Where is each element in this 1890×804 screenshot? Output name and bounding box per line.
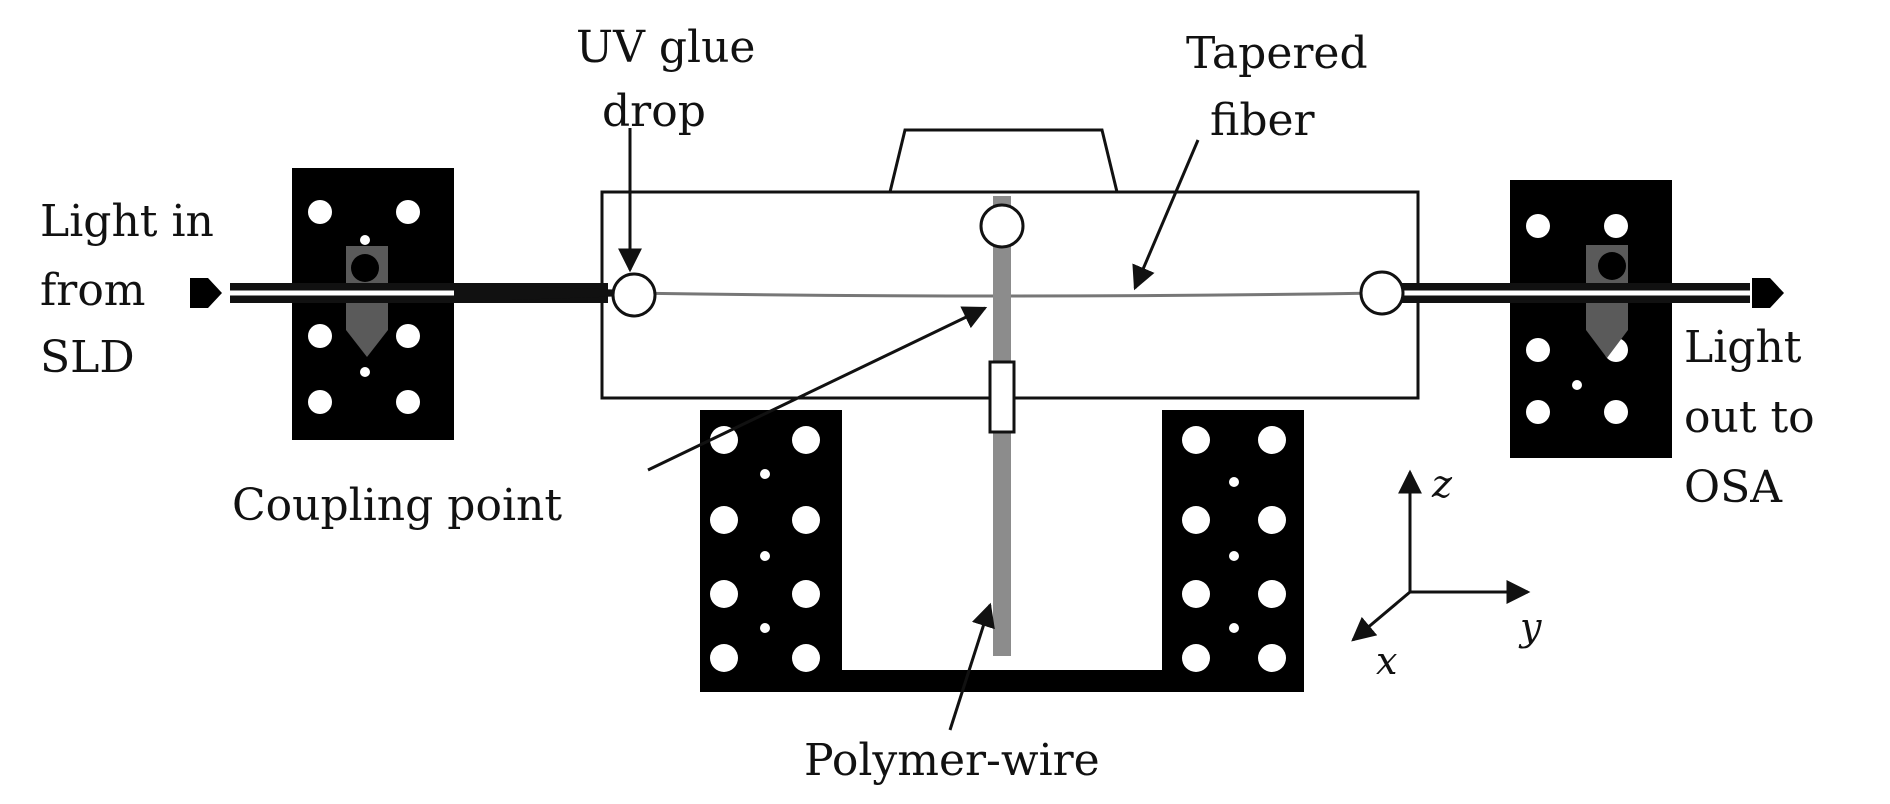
mount-hole bbox=[1182, 644, 1210, 672]
left-clamp-screw bbox=[351, 254, 379, 282]
label-light-in-line2: from bbox=[40, 265, 146, 316]
uv-glue-drop-right bbox=[1359, 270, 1405, 316]
mount-hole bbox=[792, 580, 820, 608]
left-fiber-mount bbox=[292, 168, 454, 440]
coordinate-axes: z y x bbox=[1351, 462, 1542, 683]
mount-hole bbox=[710, 644, 738, 672]
uv-glue-drop-left bbox=[611, 272, 657, 318]
label-coupling-point: Coupling point bbox=[232, 480, 562, 531]
coupling-point-pointer-arrow bbox=[647, 306, 988, 472]
label-light-out-line1: Light bbox=[1684, 322, 1802, 373]
mount-hole bbox=[360, 367, 370, 377]
mount-hole bbox=[1229, 477, 1239, 487]
mount-hole bbox=[760, 623, 770, 633]
bottom-stage-left-block bbox=[700, 410, 842, 690]
mount-hole bbox=[308, 390, 332, 414]
bottom-stage-base bbox=[700, 670, 1304, 692]
label-light-out-line2: out to bbox=[1684, 392, 1815, 443]
label-light-in-line1: Light in bbox=[40, 196, 214, 247]
optical-fiber bbox=[190, 278, 1784, 308]
mount-hole bbox=[396, 200, 420, 224]
right-mount-holes bbox=[1526, 214, 1628, 424]
label-uv-glue-line2: drop bbox=[602, 86, 706, 137]
mount-hole bbox=[1572, 380, 1582, 390]
label-tapered-line2: fiber bbox=[1210, 95, 1316, 146]
mount-hole bbox=[710, 580, 738, 608]
x-axis-label: x bbox=[1376, 639, 1397, 683]
label-polymer-wire: Polymer-wire bbox=[804, 735, 1100, 786]
label-uv-glue-line1: UV glue bbox=[576, 22, 755, 73]
y-axis-label: y bbox=[1518, 605, 1542, 649]
wire-top-glue bbox=[979, 203, 1025, 249]
mount-hole bbox=[360, 235, 370, 245]
mount-hole bbox=[1258, 644, 1286, 672]
left-mount-holes bbox=[308, 200, 420, 414]
top-mount-bump bbox=[888, 128, 1119, 193]
mount-hole bbox=[1258, 426, 1286, 454]
mount-hole bbox=[308, 200, 332, 224]
mount-hole bbox=[1526, 400, 1550, 424]
z-axis-label: z bbox=[1431, 462, 1453, 506]
mount-hole bbox=[1182, 426, 1210, 454]
mount-hole bbox=[1604, 400, 1628, 424]
label-light-out-line3: OSA bbox=[1684, 462, 1783, 513]
mount-hole bbox=[792, 506, 820, 534]
mount-hole bbox=[1604, 214, 1628, 238]
mount-hole bbox=[710, 426, 738, 454]
right-clamp-screw bbox=[1598, 252, 1626, 280]
mount-hole bbox=[792, 644, 820, 672]
output-light-arrow bbox=[1752, 278, 1784, 308]
polymer-wire-pointer-arrow bbox=[948, 602, 995, 731]
fiber-taper-left bbox=[454, 284, 628, 302]
mount-hole bbox=[308, 324, 332, 348]
right-fiber-mount bbox=[1510, 180, 1672, 458]
mount-hole bbox=[396, 324, 420, 348]
input-light-arrow bbox=[190, 278, 222, 308]
mount-hole bbox=[1526, 214, 1550, 238]
bottom-stage bbox=[700, 410, 1304, 692]
mount-hole bbox=[760, 469, 770, 479]
x-axis-arrow bbox=[1351, 590, 1411, 642]
mount-hole bbox=[792, 426, 820, 454]
mount-hole bbox=[1182, 580, 1210, 608]
mount-hole bbox=[1229, 623, 1239, 633]
mount-hole bbox=[396, 390, 420, 414]
mount-hole bbox=[1182, 506, 1210, 534]
mount-hole bbox=[1258, 506, 1286, 534]
label-tapered-line1: Tapered bbox=[1186, 28, 1368, 79]
mount-hole bbox=[1258, 580, 1286, 608]
label-light-in-line3: SLD bbox=[40, 332, 135, 383]
bottom-stage-holes bbox=[710, 426, 1286, 672]
bottom-stage-right-block bbox=[1162, 410, 1304, 690]
tapered-fiber-pointer-arrow bbox=[1132, 139, 1200, 291]
mount-hole bbox=[1526, 338, 1550, 362]
wire-clip bbox=[988, 360, 1016, 434]
mount-hole bbox=[760, 551, 770, 561]
mount-hole bbox=[1229, 551, 1239, 561]
mount-hole bbox=[710, 506, 738, 534]
